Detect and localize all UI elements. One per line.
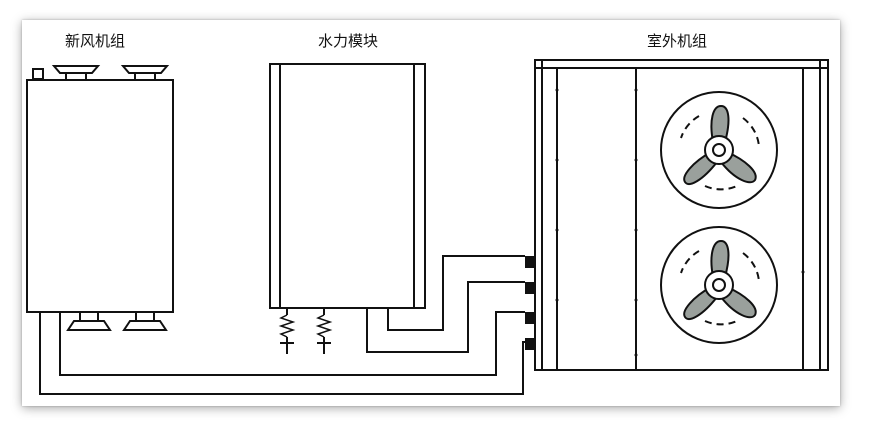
spring-icon <box>315 308 333 354</box>
port <box>525 338 534 350</box>
port <box>525 256 534 268</box>
pipe-fresh-air-1 <box>59 311 525 376</box>
pipe-fresh-air-2 <box>39 312 525 395</box>
outdoor-unit <box>525 59 829 371</box>
foot-icon <box>66 311 112 331</box>
port <box>525 312 534 324</box>
panel-dots <box>555 88 805 357</box>
hydraulic-module <box>269 63 426 354</box>
fan-icon <box>660 226 778 344</box>
hydraulic-module-label: 水力模块 <box>318 32 378 50</box>
foot-icon <box>122 311 168 331</box>
pipe-hydraulic-1 <box>387 255 525 331</box>
hydraulic-module-body <box>269 63 426 309</box>
foot-icon <box>120 65 170 82</box>
port <box>525 282 534 294</box>
outdoor-unit-label: 室外机组 <box>647 32 707 50</box>
fan-icon <box>660 91 778 209</box>
fresh-air-unit-nub <box>32 68 44 80</box>
piping <box>39 255 525 395</box>
foot-icon <box>51 65 101 82</box>
fresh-air-unit <box>26 65 174 331</box>
fresh-air-unit-label: 新风机组 <box>65 32 125 50</box>
pipe-hydraulic-2 <box>366 281 525 353</box>
fresh-air-unit-body <box>26 79 174 313</box>
spring-icon <box>278 308 296 354</box>
